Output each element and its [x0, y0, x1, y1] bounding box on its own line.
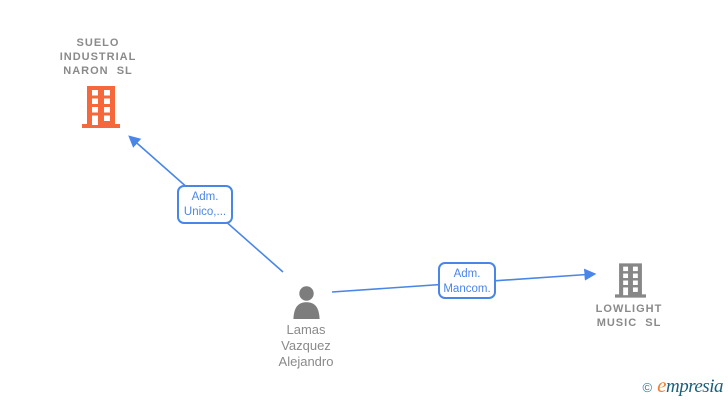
- copyright-icon: ©: [642, 380, 653, 395]
- building-icon: [615, 262, 646, 304]
- empresia-brand-text: empresia: [657, 373, 723, 397]
- edge-label-adm-mancom[interactable]: Adm. Mancom.: [438, 262, 496, 299]
- building-icon: [82, 86, 120, 133]
- company-name-lowlight: LOWLIGHT MUSIC SL: [595, 303, 663, 329]
- person-icon: [291, 286, 322, 324]
- company-node-lowlight-music[interactable]: LOWLIGHT MUSIC SL: [559, 262, 699, 334]
- person-name: Lamas Vazquez Alejandro: [278, 322, 334, 369]
- empresia-logo[interactable]: © empresia: [642, 373, 724, 398]
- edge-label-adm-unico[interactable]: Adm. Unico,...: [177, 185, 233, 224]
- company-node-suelo-industrial-naron[interactable]: SUELO INDUSTRIAL NARON SL: [28, 34, 168, 130]
- person-node-lamas-vazquez-alejandro[interactable]: Lamas Vazquez Alejandro: [246, 285, 366, 371]
- company-name-suelo: SUELO INDUSTRIAL NARON SL: [59, 37, 137, 77]
